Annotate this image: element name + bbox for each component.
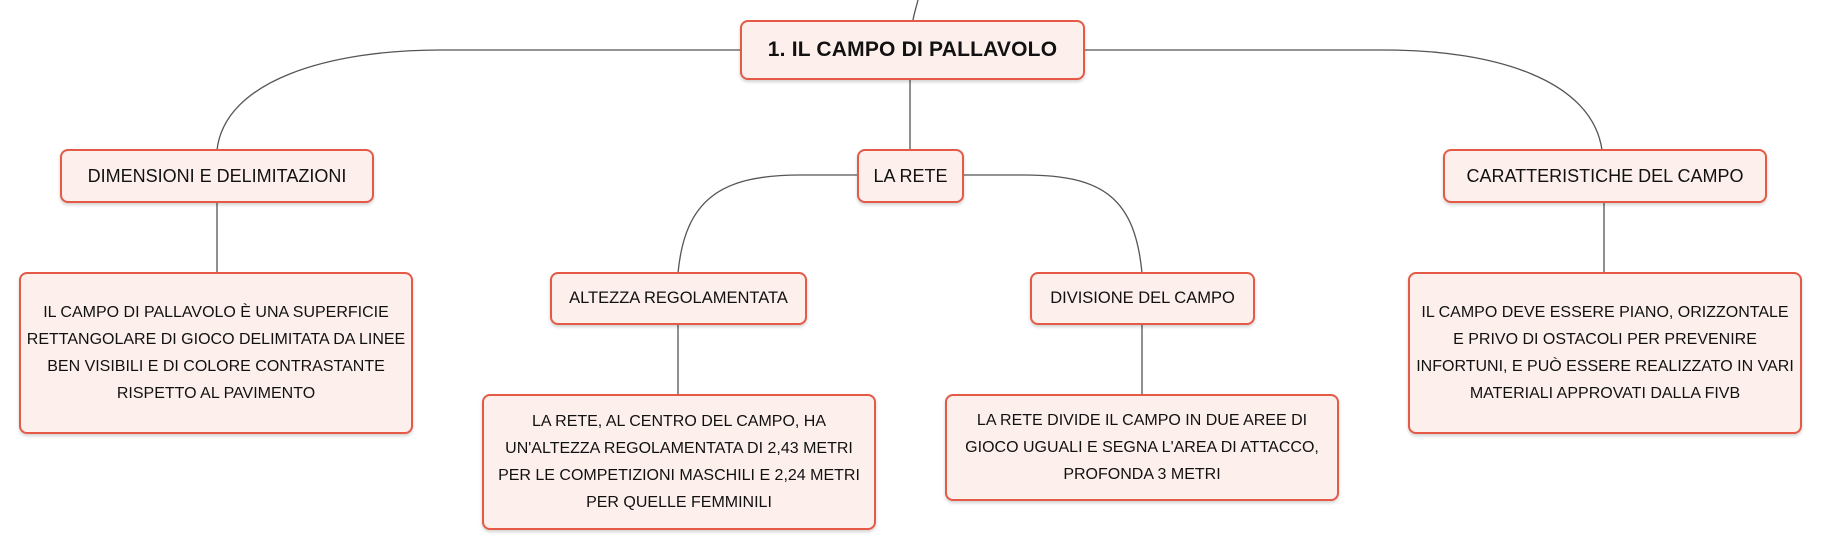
subtopic-altezza[interactable]: ALTEZZA REGOLAMENTATA [550,272,807,325]
connector-rete-to-altezza [677,174,857,274]
topic-dimensioni[interactable]: DIMENSIONI E DELIMITAZIONI [60,149,374,203]
connector-root-to-dimensioni [216,49,740,151]
detail-altezza-text: LA RETE, AL CENTRO DEL CAMPO, HA UN'ALTE… [498,413,860,511]
detail-caratteristiche[interactable]: IL CAMPO DEVE ESSERE PIANO, ORIZZONTALE … [1408,272,1802,434]
subtopic-altezza-label: ALTEZZA REGOLAMENTATA [569,289,788,307]
topic-dimensioni-label: DIMENSIONI E DELIMITAZIONI [87,165,347,186]
subtopic-divisione-label: DIVISIONE DEL CAMPO [1050,289,1235,307]
detail-dimensioni-text: IL CAMPO DI PALLAVOLO È UNA SUPERFICIE R… [26,304,406,402]
topic-la-rete[interactable]: LA RETE [857,149,964,203]
connector-rete-to-divisione [964,174,1143,274]
topic-caratteristiche-label: CARATTERISTICHE DEL CAMPO [1466,165,1744,186]
subtopic-divisione[interactable]: DIVISIONE DEL CAMPO [1030,272,1255,325]
detail-divisione-text: LA RETE DIVIDE IL CAMPO IN DUE AREE DI G… [965,412,1319,483]
detail-divisione[interactable]: LA RETE DIVIDE IL CAMPO IN DUE AREE DI G… [945,394,1339,501]
detail-caratteristiche-text: IL CAMPO DEVE ESSERE PIANO, ORIZZONTALE … [1416,304,1794,402]
root-label: 1. IL CAMPO DI PALLAVOLO [767,38,1058,61]
connector-parent-to-root [912,0,919,21]
topic-caratteristiche[interactable]: CARATTERISTICHE DEL CAMPO [1443,149,1767,203]
root-node[interactable]: 1. IL CAMPO DI PALLAVOLO [740,20,1085,80]
detail-dimensioni[interactable]: IL CAMPO DI PALLAVOLO È UNA SUPERFICIE R… [19,272,413,434]
connector-root-to-caratteristiche [1085,49,1603,151]
topic-la-rete-label: LA RETE [873,165,948,186]
detail-altezza[interactable]: LA RETE, AL CENTRO DEL CAMPO, HA UN'ALTE… [482,394,876,530]
